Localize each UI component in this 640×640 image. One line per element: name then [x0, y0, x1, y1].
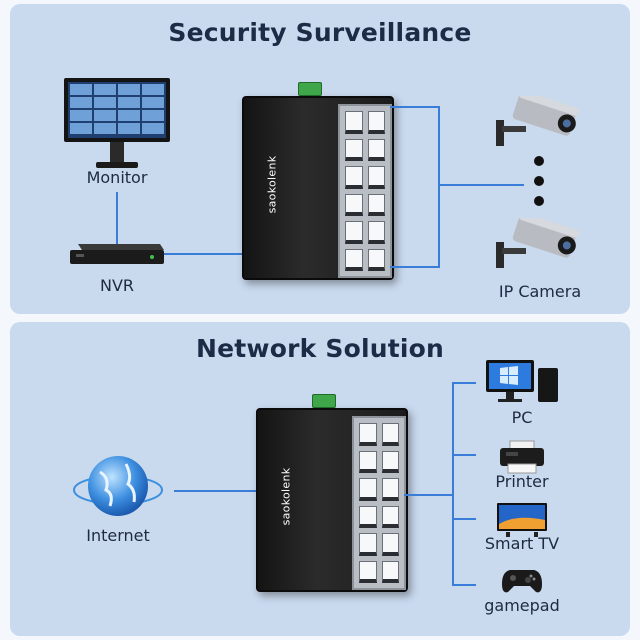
printer-branch-wire	[452, 454, 476, 456]
ethernet-port	[359, 533, 377, 556]
ethernet-port	[381, 533, 399, 556]
monitor-icon	[60, 78, 174, 170]
ellipsis-dot	[534, 156, 544, 166]
switch-device-wire	[404, 494, 454, 496]
ellipsis-dot	[534, 196, 544, 206]
ethernet-port	[345, 221, 363, 244]
nvr-label: NVR	[99, 276, 135, 295]
ip-camera-icon	[494, 212, 580, 270]
ethernet-port	[359, 560, 377, 583]
ellipsis-dot	[534, 176, 544, 186]
ethernet-port	[359, 505, 377, 528]
ethernet-port	[381, 450, 399, 473]
switch-brand: saokolenk	[279, 467, 293, 526]
gamepad-branch-wire	[452, 584, 476, 586]
gamepad-icon	[500, 566, 544, 596]
ethernet-port	[345, 138, 363, 161]
camera-bus-wire	[438, 106, 440, 268]
network-solution-title: Network Solution	[196, 334, 444, 363]
ethernet-port	[381, 560, 399, 583]
industrial-switch: saokolenk	[256, 408, 408, 592]
switch-brand: saokolenk	[265, 155, 279, 214]
camera-branch-wire	[438, 184, 524, 186]
network-solution-panel: Network Solution Internet saokolenk	[10, 322, 630, 636]
smart-tv-label: Smart TV	[484, 534, 560, 553]
ethernet-port	[359, 423, 377, 446]
ethernet-port	[345, 166, 363, 189]
ethernet-port	[381, 505, 399, 528]
monitor-label: Monitor	[86, 168, 148, 187]
ethernet-port	[367, 138, 385, 161]
security-surveillance-title: Security Surveillance	[168, 18, 472, 47]
ethernet-port	[345, 193, 363, 216]
ethernet-port	[367, 111, 385, 134]
security-surveillance-panel: Security Surveillance Monitor NVR	[10, 4, 630, 314]
nvr-icon	[68, 242, 166, 268]
ethernet-port	[345, 248, 363, 271]
ethernet-port	[367, 221, 385, 244]
ethernet-port	[367, 193, 385, 216]
ethernet-port	[367, 166, 385, 189]
switch-camera-wire	[390, 266, 440, 268]
ethernet-port	[381, 423, 399, 446]
switch-camera-wire	[390, 106, 440, 108]
tv-branch-wire	[452, 518, 476, 520]
ip-camera-label: IP Camera	[498, 282, 582, 301]
ethernet-port	[359, 478, 377, 501]
device-bus-wire	[452, 382, 454, 586]
power-terminal	[312, 394, 336, 408]
globe-icon	[70, 450, 166, 526]
monitor-nvr-wire	[116, 192, 118, 246]
pc-icon	[484, 358, 560, 404]
printer-label: Printer	[495, 472, 549, 491]
pc-label: PC	[511, 408, 533, 427]
pc-branch-wire	[452, 382, 476, 384]
ethernet-port	[381, 478, 399, 501]
smart-tv-icon	[496, 502, 548, 538]
ethernet-port-grid	[338, 104, 392, 278]
internet-label: Internet	[86, 526, 150, 545]
ethernet-port-grid	[352, 416, 406, 590]
gamepad-label: gamepad	[484, 596, 560, 615]
ethernet-port	[367, 248, 385, 271]
power-terminal	[298, 82, 322, 96]
printer-icon	[498, 440, 546, 474]
ethernet-port	[345, 111, 363, 134]
ethernet-port	[359, 450, 377, 473]
industrial-switch: saokolenk	[242, 96, 394, 280]
internet-switch-wire	[174, 490, 256, 492]
ip-camera-icon	[494, 90, 580, 148]
